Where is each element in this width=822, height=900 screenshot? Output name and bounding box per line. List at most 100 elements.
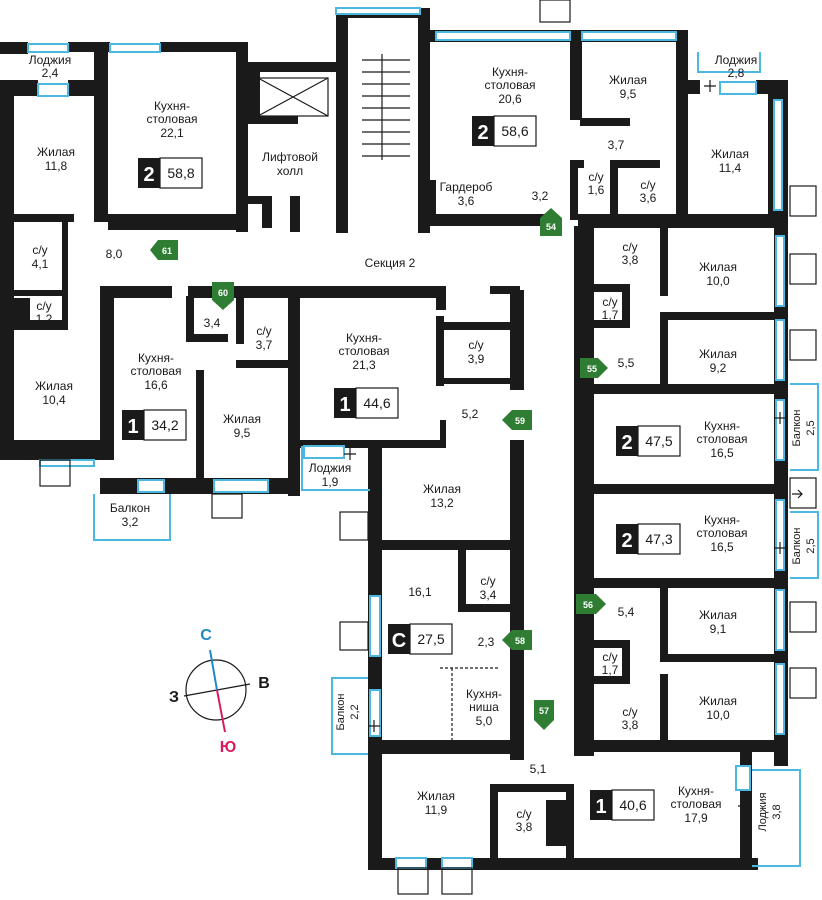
room-label: Лоджия [29,53,72,67]
apartment-badge[interactable]: 1 34,2 [122,409,187,441]
room-label: столовая [697,526,748,540]
apartment-area: 34,2 [151,417,178,433]
room-label: 1,7 [602,308,619,322]
compass-east: В [258,675,270,692]
room-label: 8,0 [106,247,123,261]
room-label: холл [277,164,303,178]
unit-number: 59 [515,416,525,426]
apartment-area: 47,3 [645,531,672,547]
room-label: 2,5 [805,538,817,553]
apartment-badge[interactable]: С 27,5 [388,623,453,655]
apartment-badge[interactable]: 2 47,3 [616,523,681,555]
unit-number: 57 [539,706,549,716]
room-label: 3,8 [622,718,639,732]
room-label: 5,4 [618,605,635,619]
room-label: 1,2 [36,312,53,326]
room-label: с/у [32,243,47,257]
unit-number: 60 [218,288,228,298]
room-label: Кухня- [704,513,740,527]
room-label: с/у [36,299,51,313]
room-label: столовая [671,797,722,811]
room-label: 2,8 [728,66,745,80]
apartment-rooms: 2 [477,122,488,144]
room-label: 3,4 [480,588,497,602]
compass-south-needle [216,689,226,733]
unit-flag[interactable]: 55 [580,358,608,378]
room-label: 9,5 [620,87,637,101]
apartment-badges: 2 58,8 2 58,6 1 34,2 1 44,6 2 47,5 [122,115,681,821]
room-label: столовая [485,78,536,92]
room-label: с/у [622,240,637,254]
room-label: с/у [640,178,655,192]
compass-circle [185,659,247,721]
room-label: Кухня- [678,784,714,798]
unit-number: 54 [546,222,556,232]
room-label: 5,0 [476,714,493,728]
room-label: 2,4 [42,66,59,80]
apartment-badge[interactable]: 2 58,8 [138,157,203,189]
unit-flag[interactable]: 56 [576,594,606,614]
room-label: 3,4 [204,316,221,330]
walls [0,8,788,870]
unit-flag[interactable]: 54 [540,208,562,236]
room-label: 5,2 [462,407,479,421]
room-label: столовая [147,112,198,126]
unit-flag[interactable]: 57 [534,700,554,730]
room-label: Балкон [791,528,803,565]
apartment-rooms: 1 [339,394,350,416]
room-label: 17,9 [684,811,708,825]
room-label: 3,8 [516,820,533,834]
door-markers [84,80,803,812]
room-label: 1,6 [588,183,605,197]
unit-flag[interactable]: 60 [212,282,234,310]
unit-number: 56 [583,600,593,610]
apartment-area: 27,5 [417,631,444,647]
room-label: 9,1 [710,622,727,636]
room-label: с/у [622,705,637,719]
apartment-badge[interactable]: 2 47,5 [616,425,681,457]
unit-flags: 61 60 54 55 59 56 58 57 [150,208,608,730]
room-label: 10,0 [706,708,730,722]
room-label: Лоджия [757,792,769,831]
room-label: Жилая [37,145,75,159]
compass-north-needle [209,649,218,691]
room-label: Кухня- [704,419,740,433]
room-label: Кухня- [492,65,528,79]
apartment-badge[interactable]: 1 40,6 [590,789,655,821]
room-label: Жилая [699,347,737,361]
compass-south: Ю [220,739,237,756]
room-label: 3,7 [256,338,273,352]
unit-flag[interactable]: 61 [150,240,178,260]
room-label: с/у [516,807,531,821]
room-label: Кухня- [154,99,190,113]
apartment-badge[interactable]: 2 58,6 [472,115,537,147]
room-label: Балкон [791,410,803,447]
room-label: ниша [469,700,499,714]
stairwell [257,54,410,160]
unit-number: 55 [587,364,597,374]
unit-flag[interactable]: 59 [502,410,532,430]
room-label: Жилая [609,73,647,87]
room-label: 9,5 [234,426,251,440]
room-label: 16,5 [710,446,734,460]
balconies [93,52,819,867]
windows [27,7,785,869]
unit-flag[interactable]: 58 [502,630,532,650]
room-label: с/у [588,170,603,184]
apartment-area: 58,6 [501,123,528,139]
room-label: с/у [602,295,617,309]
apartment-rooms: 1 [595,796,606,818]
room-labels: Лоджия 2,4 Кухня- столовая 22,1 Жилая 11… [29,53,817,834]
room-label: 4,1 [32,257,49,271]
room-label: Балкон [335,694,347,731]
section-label: Секция 2 [365,256,416,270]
room-label: 20,6 [498,92,522,106]
room-label: 5,1 [530,762,547,776]
room-label: 3,9 [468,352,485,366]
room-label: 21,3 [352,358,376,372]
apartment-badge[interactable]: 1 44,6 [334,387,399,419]
room-label: Жилая [699,608,737,622]
apartment-rooms: 2 [143,164,154,186]
room-label: 22,1 [160,126,184,140]
